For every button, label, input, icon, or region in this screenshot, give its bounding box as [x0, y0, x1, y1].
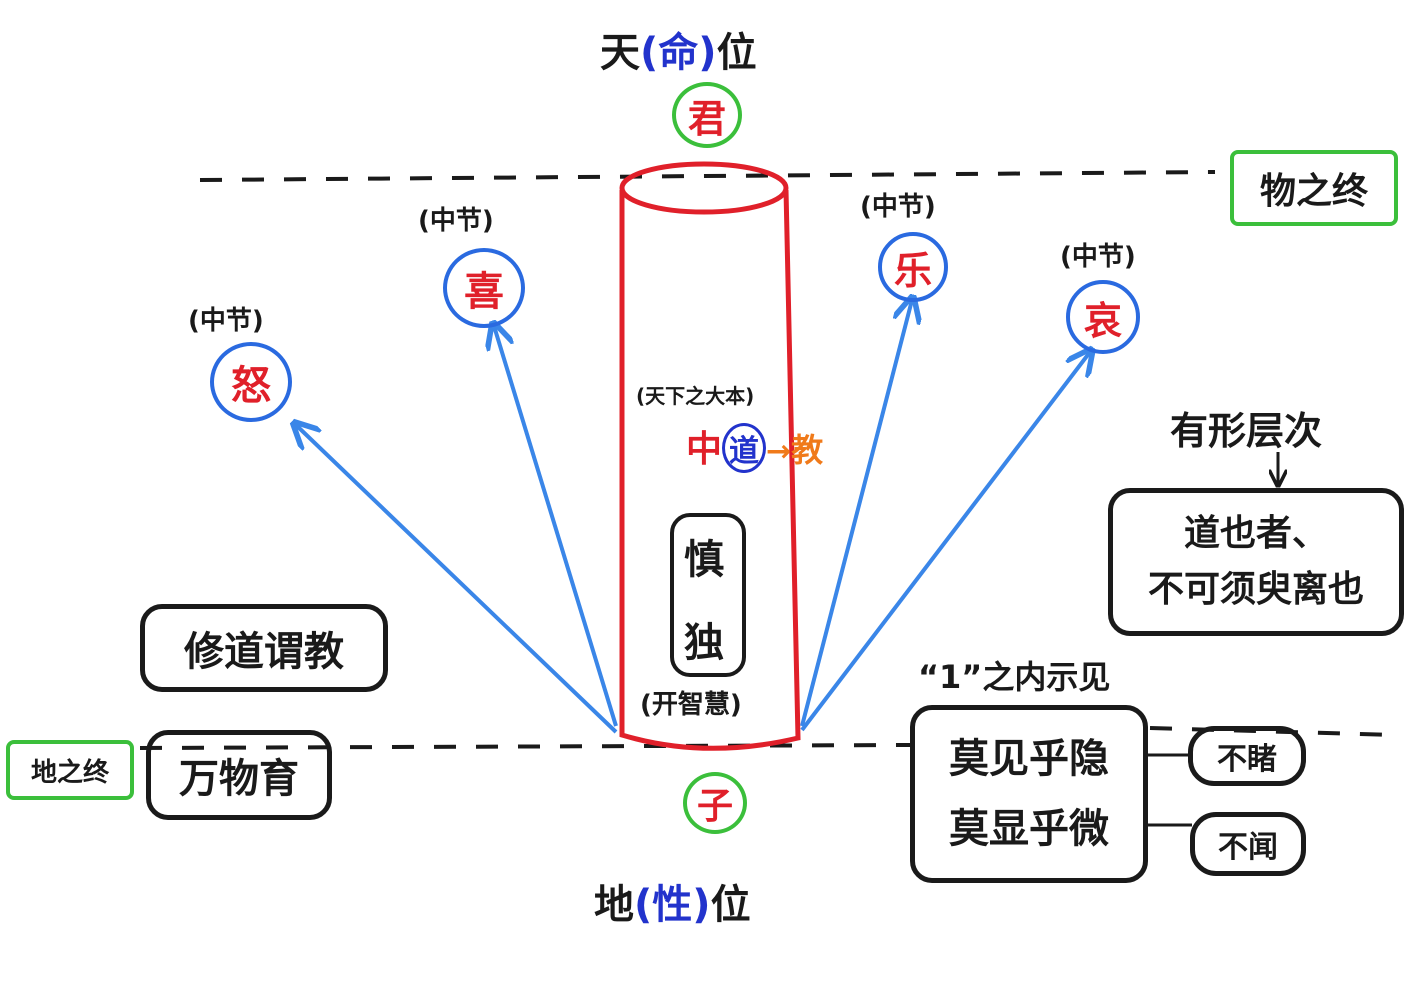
- top-ming: 命: [658, 30, 699, 76]
- xi-tag: (中节): [418, 206, 494, 236]
- daoyezhe-line1: 道也者、: [1183, 513, 1328, 554]
- jiao-char: 教: [791, 431, 824, 469]
- arrow-to-ai: [800, 352, 1090, 732]
- xi-char: 喜: [464, 269, 504, 315]
- bottom-di: 地: [594, 882, 634, 928]
- top-wei: 位: [716, 30, 757, 76]
- bottom-wei: 位: [710, 882, 751, 928]
- arrow-to-le: [800, 300, 912, 727]
- buwen-label: 不闻: [1218, 830, 1278, 865]
- bottom-paren-close: ): [692, 882, 711, 928]
- pillar-top: [619, 161, 789, 215]
- zi-circle: 子: [683, 772, 747, 834]
- xiudao-box: 修道谓教: [140, 604, 388, 692]
- le-circle: 乐: [878, 232, 948, 302]
- le-char: 乐: [893, 248, 932, 293]
- top-dashed-line: [199, 170, 1216, 182]
- daoyezhe-line2: 不可须臾离也: [1147, 569, 1364, 610]
- pillar-outline: [619, 189, 801, 751]
- kaizhihui-label: (开智慧): [640, 690, 742, 720]
- youxing-label: 有形层次: [1170, 409, 1323, 453]
- buwen-box: 不闻: [1190, 812, 1306, 876]
- neishi-label: “1”之内示见: [918, 658, 1111, 696]
- dao-to-jiao-arrow: →: [766, 434, 792, 469]
- shen-char: 慎: [684, 537, 724, 583]
- budu-label: 不睹: [1217, 742, 1277, 777]
- bottom-paren-open: (: [634, 882, 653, 928]
- zi-char: 子: [696, 786, 733, 827]
- shendu-box: [670, 513, 746, 677]
- top-paren-close: ): [698, 30, 717, 76]
- nu-char: 怒: [231, 363, 271, 409]
- arrow-to-xi: [494, 326, 618, 727]
- xiudao-label: 修道谓教: [184, 629, 344, 675]
- ai-tag: (中节): [1060, 242, 1136, 272]
- nu-tag: (中节): [188, 306, 264, 336]
- mojian-box: 莫见乎隐 莫显乎微: [910, 705, 1148, 883]
- du-char: 独: [684, 620, 724, 666]
- zhong-dao-line: 中道→教: [686, 420, 823, 473]
- xi-circle: 喜: [443, 248, 525, 328]
- mojian-line1: 莫见乎隐: [949, 736, 1109, 782]
- arrow-to-nu: [296, 425, 618, 734]
- zhong-char: 中: [686, 429, 723, 470]
- ai-circle: 哀: [1066, 280, 1140, 354]
- bottom-dashed-line: [139, 743, 911, 750]
- jun-circle: 君: [672, 82, 742, 148]
- daoyezhe-box: 道也者、 不可须臾离也: [1108, 488, 1404, 636]
- wanwuyu-label: 万物育: [179, 756, 299, 802]
- wuzhizhong-box: 物之终: [1230, 150, 1398, 226]
- dao-circle: 道: [722, 423, 767, 473]
- wuzhizhong-label: 物之终: [1259, 171, 1368, 212]
- ai-char: 哀: [1083, 298, 1122, 343]
- budu-box: 不睹: [1188, 726, 1306, 786]
- bottom-xing: 性: [652, 882, 693, 928]
- le-tag: (中节): [860, 192, 936, 222]
- wanwuyu-box: 万物育: [146, 730, 332, 820]
- nu-circle: 怒: [210, 342, 292, 422]
- dizhizhong-box: 地之终: [6, 740, 134, 800]
- top-paren-open: (: [640, 30, 659, 76]
- bottom-title: 地(性)位: [594, 872, 751, 930]
- dao-char: 道: [729, 434, 760, 469]
- top-tian: 天: [600, 30, 640, 76]
- jun-char: 君: [687, 96, 726, 141]
- dafen-label: (天下之大本): [636, 384, 755, 408]
- dizhizhong-label: 地之终: [30, 757, 109, 788]
- top-title: 天(命)位: [600, 20, 757, 78]
- mojian-line2: 莫显乎微: [949, 806, 1109, 852]
